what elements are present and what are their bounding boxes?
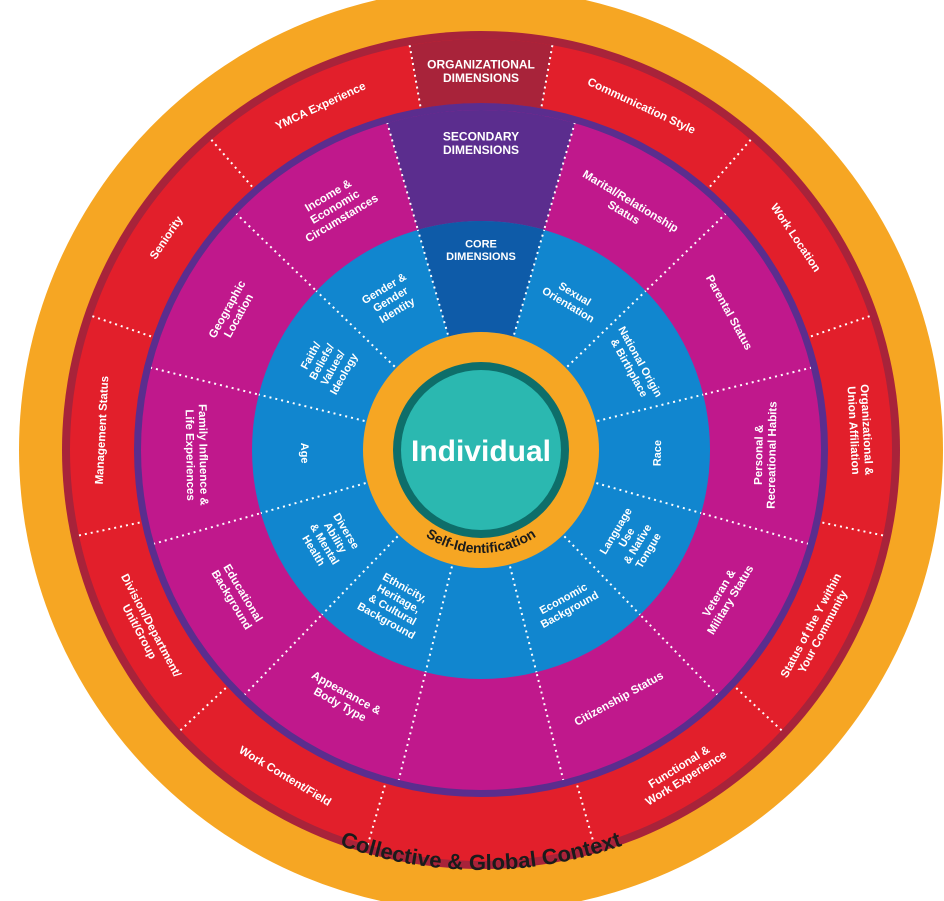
- segment-separator: [386, 122, 419, 229]
- segment-separator: [709, 139, 752, 188]
- segment-separator: [244, 615, 322, 696]
- segment-separator: [315, 290, 396, 368]
- segment-separator: [397, 673, 427, 781]
- segment-separator: [153, 512, 260, 545]
- segment-separator: [416, 229, 449, 335]
- segment-separator: [78, 521, 140, 537]
- segment-separator: [258, 393, 365, 422]
- segment-separator: [179, 687, 227, 732]
- core-dimension-label: Age: [298, 443, 310, 464]
- segment-separator: [321, 535, 399, 616]
- organizational-dimension-label: Organizational &Union Affiliation: [844, 384, 874, 477]
- segment-separator: [646, 213, 727, 291]
- segment-separator: [260, 482, 366, 515]
- secondary-dimension-label: Personal &Recreational Habits: [752, 401, 779, 509]
- segment-separator: [566, 290, 647, 368]
- organizational-header-sector: [409, 39, 553, 109]
- segment-separator: [235, 213, 316, 291]
- segment-separator: [366, 785, 386, 846]
- individual-label: Individual: [411, 435, 551, 468]
- segment-separator: [702, 512, 809, 545]
- segment-separators: [78, 45, 884, 846]
- segment-separator: [822, 521, 884, 537]
- segment-separator: [735, 687, 783, 732]
- segment-separator: [596, 482, 702, 515]
- organizational-dimension-label: Management Status: [94, 376, 112, 485]
- segment-separator: [543, 122, 576, 229]
- individual-center: [401, 370, 561, 530]
- segment-separator: [597, 393, 704, 422]
- segment-separator: [540, 45, 554, 107]
- segment-separator: [576, 785, 596, 846]
- segment-separator: [513, 229, 546, 335]
- core-dimension-label: Gender &GenderIdentity: [360, 271, 422, 329]
- segment-separator: [704, 366, 812, 396]
- segment-separator: [640, 615, 718, 696]
- segment-separator: [424, 566, 453, 673]
- core-dimension-label: Faith/Beliefs/Values/Ideology: [295, 332, 361, 397]
- core-header-sector: [417, 221, 545, 337]
- segment-separator: [535, 673, 565, 781]
- segment-separator: [509, 566, 538, 673]
- core-dimension-label: Race: [652, 440, 664, 467]
- segment-separator: [150, 366, 258, 396]
- segment-separator: [210, 139, 253, 188]
- segment-separator: [408, 45, 422, 107]
- secondary-dimension-label: Family Influence &Life Experiences: [183, 404, 210, 506]
- segment-separator: [563, 535, 641, 616]
- segment-separator: [92, 315, 152, 338]
- secondary-header-sector: [387, 109, 575, 230]
- segment-separator: [810, 315, 870, 338]
